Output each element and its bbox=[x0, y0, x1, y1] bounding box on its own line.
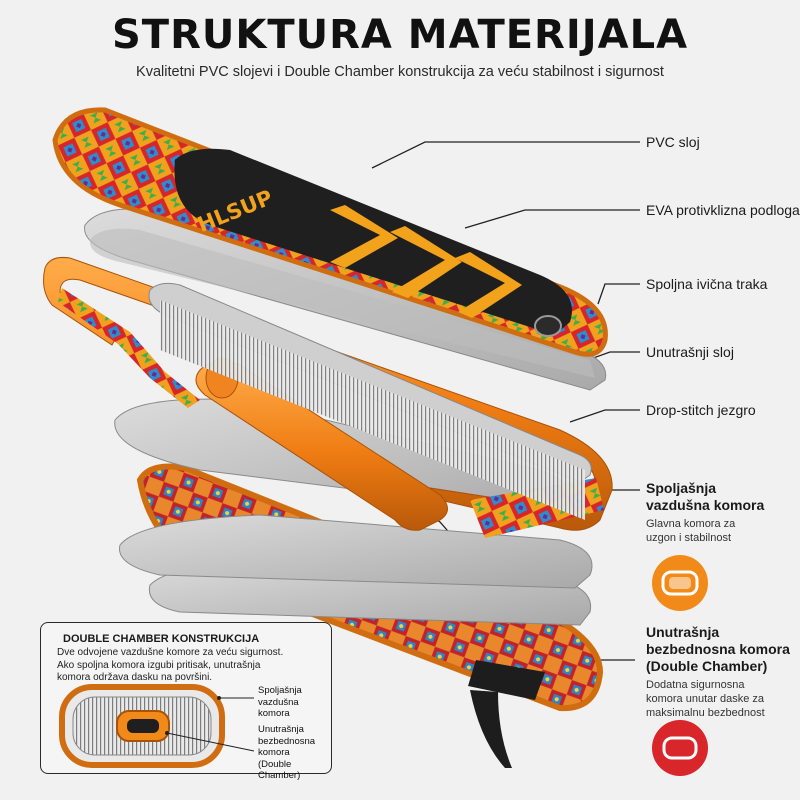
inset-outer-line-1: Spoljašnja bbox=[258, 685, 302, 696]
inset-inner-line-3: (Double Chamber) bbox=[258, 758, 301, 782]
label-pvc-layer: PVC sloj bbox=[646, 134, 700, 150]
inset-line-2: Ako spoljna komora izgubi pritisak, unut… bbox=[57, 659, 261, 671]
cross-section-diagram bbox=[59, 684, 255, 768]
inset-inner-line-2: bezbednosna komora bbox=[258, 735, 316, 759]
double-chamber-inset: DOUBLE CHAMBER KONSTRUKCIJA Dve odvojene… bbox=[40, 622, 332, 781]
inset-line-3: komora održava dasku na površini. bbox=[57, 672, 213, 683]
label-inner-layer: Unutrašnji sloj bbox=[646, 344, 734, 360]
inner-chamber-description: Dodatna sigurnosna komora unutar daske z… bbox=[646, 679, 765, 719]
inner-chamber-icon bbox=[652, 720, 708, 776]
page-title: STRUKTURA MATERIJALA bbox=[111, 12, 689, 58]
inner-layer-shade bbox=[89, 228, 595, 378]
outer-chamber-title-1: Spoljašnja bbox=[646, 480, 717, 496]
inset-inner-line-1: Unutrašnja bbox=[258, 724, 304, 735]
outer-chamber-title-2: vazdušna komora bbox=[646, 497, 765, 513]
fin-shape bbox=[470, 690, 512, 768]
inset-outer-line-2: vazdušna komora bbox=[258, 696, 299, 720]
dropstitch-threads bbox=[160, 300, 585, 520]
deck-valve bbox=[534, 315, 562, 337]
inset-label-outer: Spoljašnja vazdušna komora bbox=[258, 685, 331, 720]
inset-line-1: Dve odvojene vazdušne komore za veću sig… bbox=[57, 647, 284, 658]
label-outer-chamber: Spoljašnja vazdušna komora Glavna komora… bbox=[646, 480, 764, 545]
inner-chamber-title-2: bezbednosna komora bbox=[646, 641, 790, 657]
inset-description: Dve odvojene vazdušne komore za veću sig… bbox=[57, 647, 317, 685]
outer-chamber-description: Glavna komora za uzgon i stabilnost bbox=[646, 518, 736, 544]
gray-sheet-low bbox=[119, 514, 593, 589]
label-outer-rail: Spoljna ivična traka bbox=[646, 276, 768, 292]
inset-title: DOUBLE CHAMBER KONSTRUKCIJA bbox=[63, 633, 260, 645]
inner-chamber-title-1: Unutrašnja bbox=[646, 624, 720, 640]
label-dropstitch: Drop-stitch jezgro bbox=[646, 402, 756, 418]
outer-chamber-icon bbox=[652, 555, 708, 611]
inner-chamber-title-3: (Double Chamber) bbox=[646, 658, 768, 674]
label-eva-pad: EVA protivklizna podloga bbox=[646, 202, 800, 218]
inset-label-inner: Unutrašnja bezbednosna komora (Double Ch… bbox=[258, 724, 331, 782]
valve-handle-shape bbox=[468, 660, 545, 700]
rail-pattern-left bbox=[58, 288, 200, 408]
page-subtitle: Kvalitetni PVC slojevi i Double Chamber … bbox=[136, 64, 664, 80]
label-inner-chamber: Unutrašnja bezbednosna komora (Double Ch… bbox=[646, 624, 790, 720]
deck-chevrons bbox=[330, 205, 522, 318]
